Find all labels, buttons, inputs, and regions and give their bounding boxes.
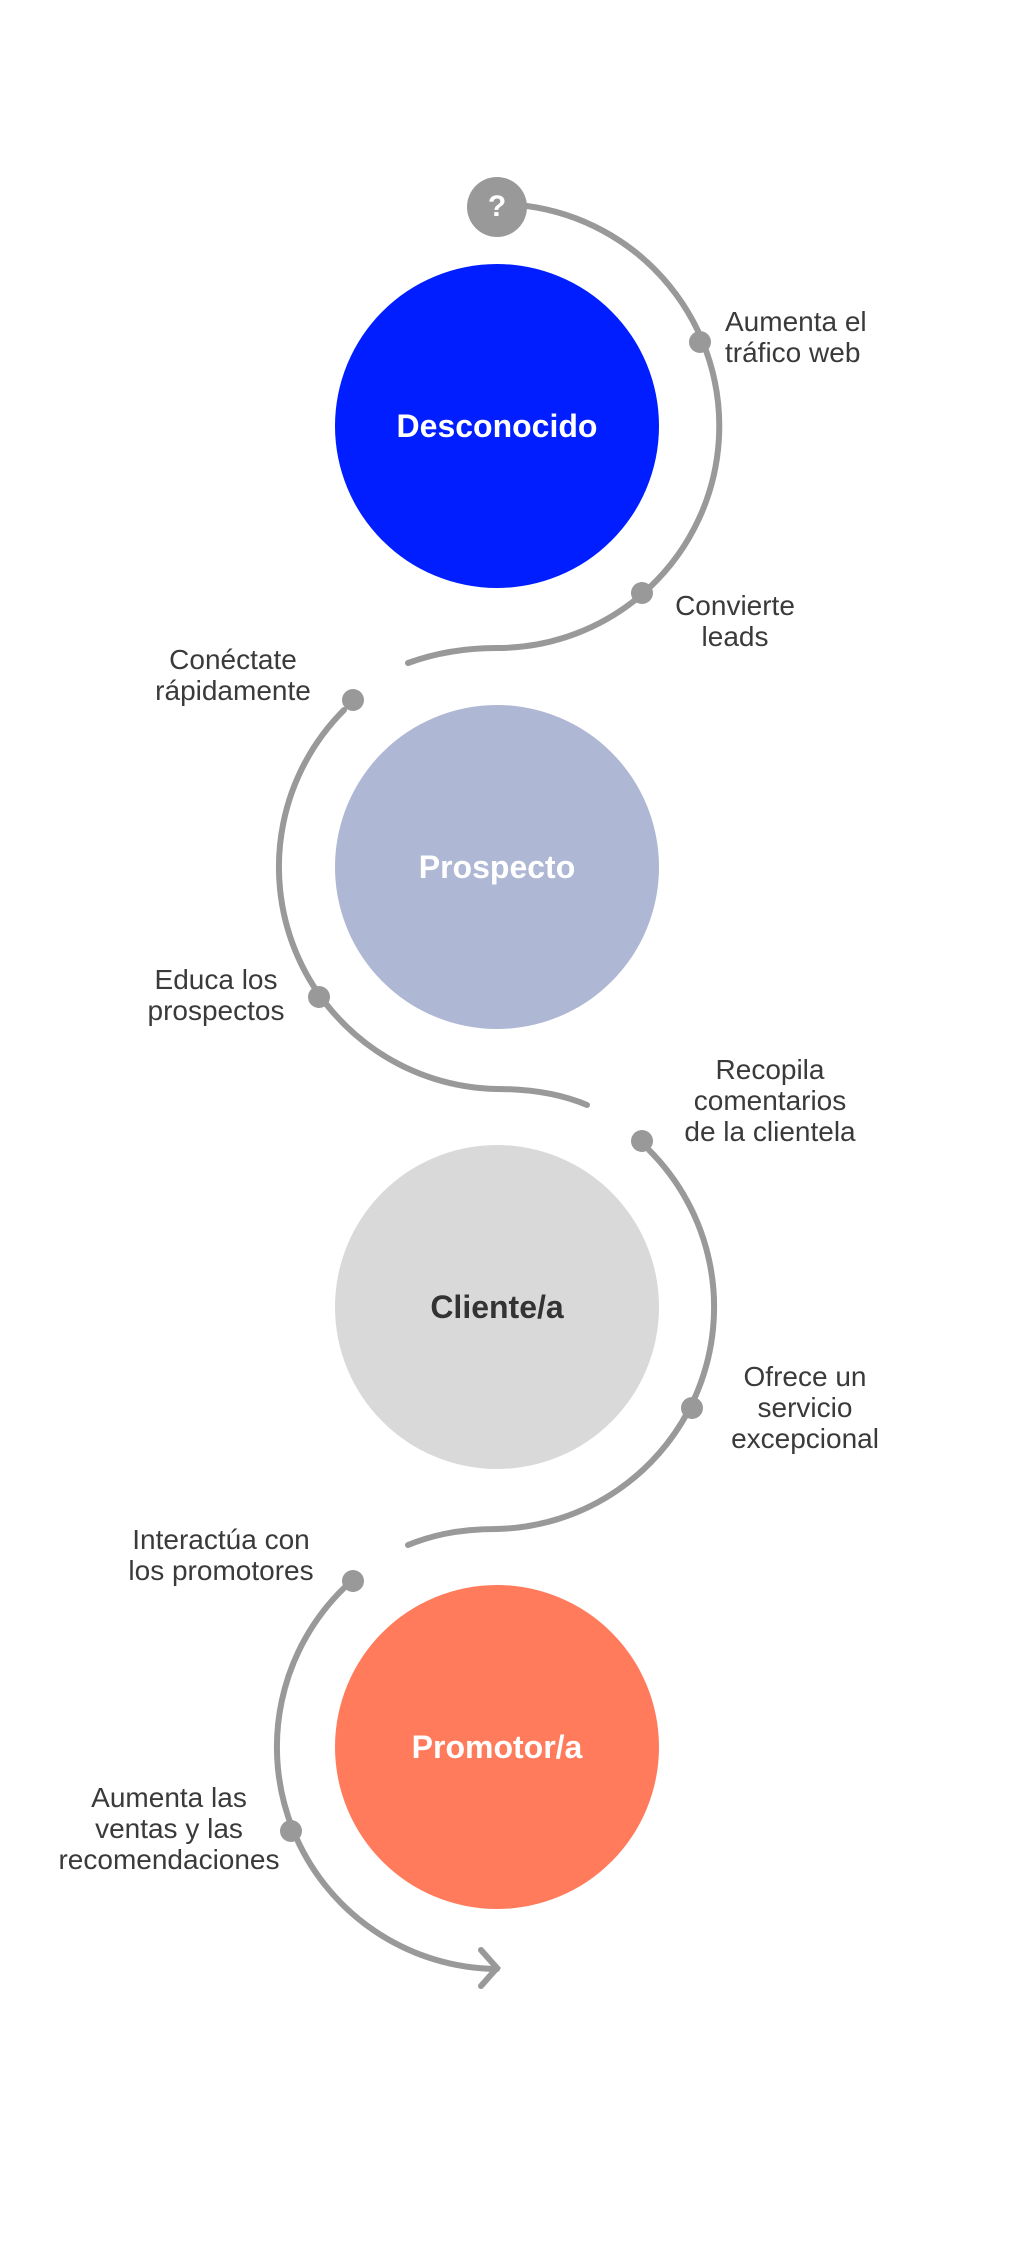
stage-unknown: Desconocido [335,264,659,588]
stage-promoter: Promotor/a [335,1585,659,1909]
step-label: Aumenta las ventas y las recomendaciones [58,1782,279,1875]
step-label: Interactúa con los promotores [128,1524,313,1586]
step-dot [342,689,364,711]
step-dot [280,1820,302,1842]
step-dot [689,331,711,353]
step-label-line: excepcional [731,1423,879,1454]
step-label-line: leads [701,621,769,652]
step-label-line: Aumenta las [91,1782,247,1813]
step-dot [308,986,330,1008]
step-label-line: prospectos [147,995,285,1026]
step-dot [342,1570,364,1592]
step-label: Convierte leads [675,590,795,652]
step-label-line: recomendaciones [58,1844,280,1875]
step-label-line: Convierte [675,590,795,621]
stage-client: Cliente/a [335,1145,659,1469]
step-label-line: de la clientela [684,1116,856,1147]
step-dot [631,582,653,604]
step-label-line: Conéctate [169,644,297,675]
step-label-line: comentarios [693,1085,847,1116]
path-segment-2 [275,707,590,1108]
step-label: Recopila comentarios de la clientela [684,1054,855,1147]
step-label-line: Interactúa con [132,1524,310,1555]
step-label-line: servicio [757,1392,853,1423]
step-label-line: Recopila [715,1054,825,1085]
step-label-line: los promotores [128,1555,314,1586]
step-label: Ofrece un servicio excepcional [731,1361,879,1454]
arrow-head-icon [478,1947,502,1989]
step-label: Conéctate rápidamente [155,644,311,706]
stage-prospect: Prospecto [335,705,659,1029]
path-segment-1 [405,203,723,666]
path-segment-3 [405,1147,718,1548]
step-dot [631,1130,653,1152]
step-label-line: tráfico web [725,337,861,368]
step-label: Aumenta el tráfico web [725,306,867,368]
step-dot [681,1397,703,1419]
step-label-line: Educa los [154,964,278,995]
step-label-line: ventas y las [95,1813,243,1844]
step-label-line: Ofrece un [743,1361,867,1392]
step-label-line: rápidamente [155,675,311,706]
question-icon: ? [467,177,527,237]
step-label-line: Aumenta el [725,306,867,337]
step-label: Educa los prospectos [148,964,285,1026]
